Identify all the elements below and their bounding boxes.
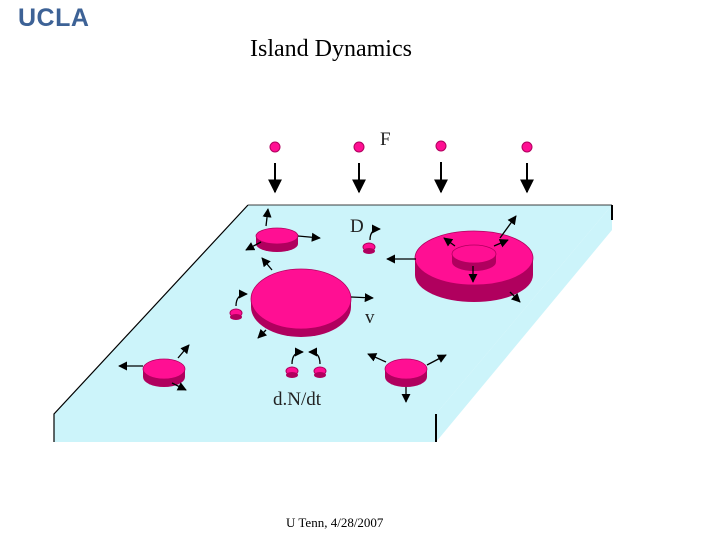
island-small-1 <box>256 228 298 252</box>
deposition-flux <box>270 141 532 192</box>
adatom-detaching <box>230 309 242 320</box>
island-large <box>251 269 351 337</box>
substrate-front <box>54 414 436 442</box>
flux-atom-4 <box>522 142 532 192</box>
label-velocity: v <box>365 307 375 328</box>
label-flux: F <box>380 129 391 150</box>
island-stacked <box>415 231 533 302</box>
adatom-diffusing <box>363 243 375 254</box>
label-diffusion: D <box>350 216 364 237</box>
island-small-3 <box>385 359 427 387</box>
footer-credit: U Tenn, 4/28/2007 <box>286 515 383 531</box>
flux-atom-2 <box>354 142 364 192</box>
flux-atom-3 <box>436 141 446 192</box>
label-nucleation: d.N/dt <box>273 389 322 410</box>
flux-atom-1 <box>270 142 280 192</box>
island-small-2 <box>143 359 185 387</box>
